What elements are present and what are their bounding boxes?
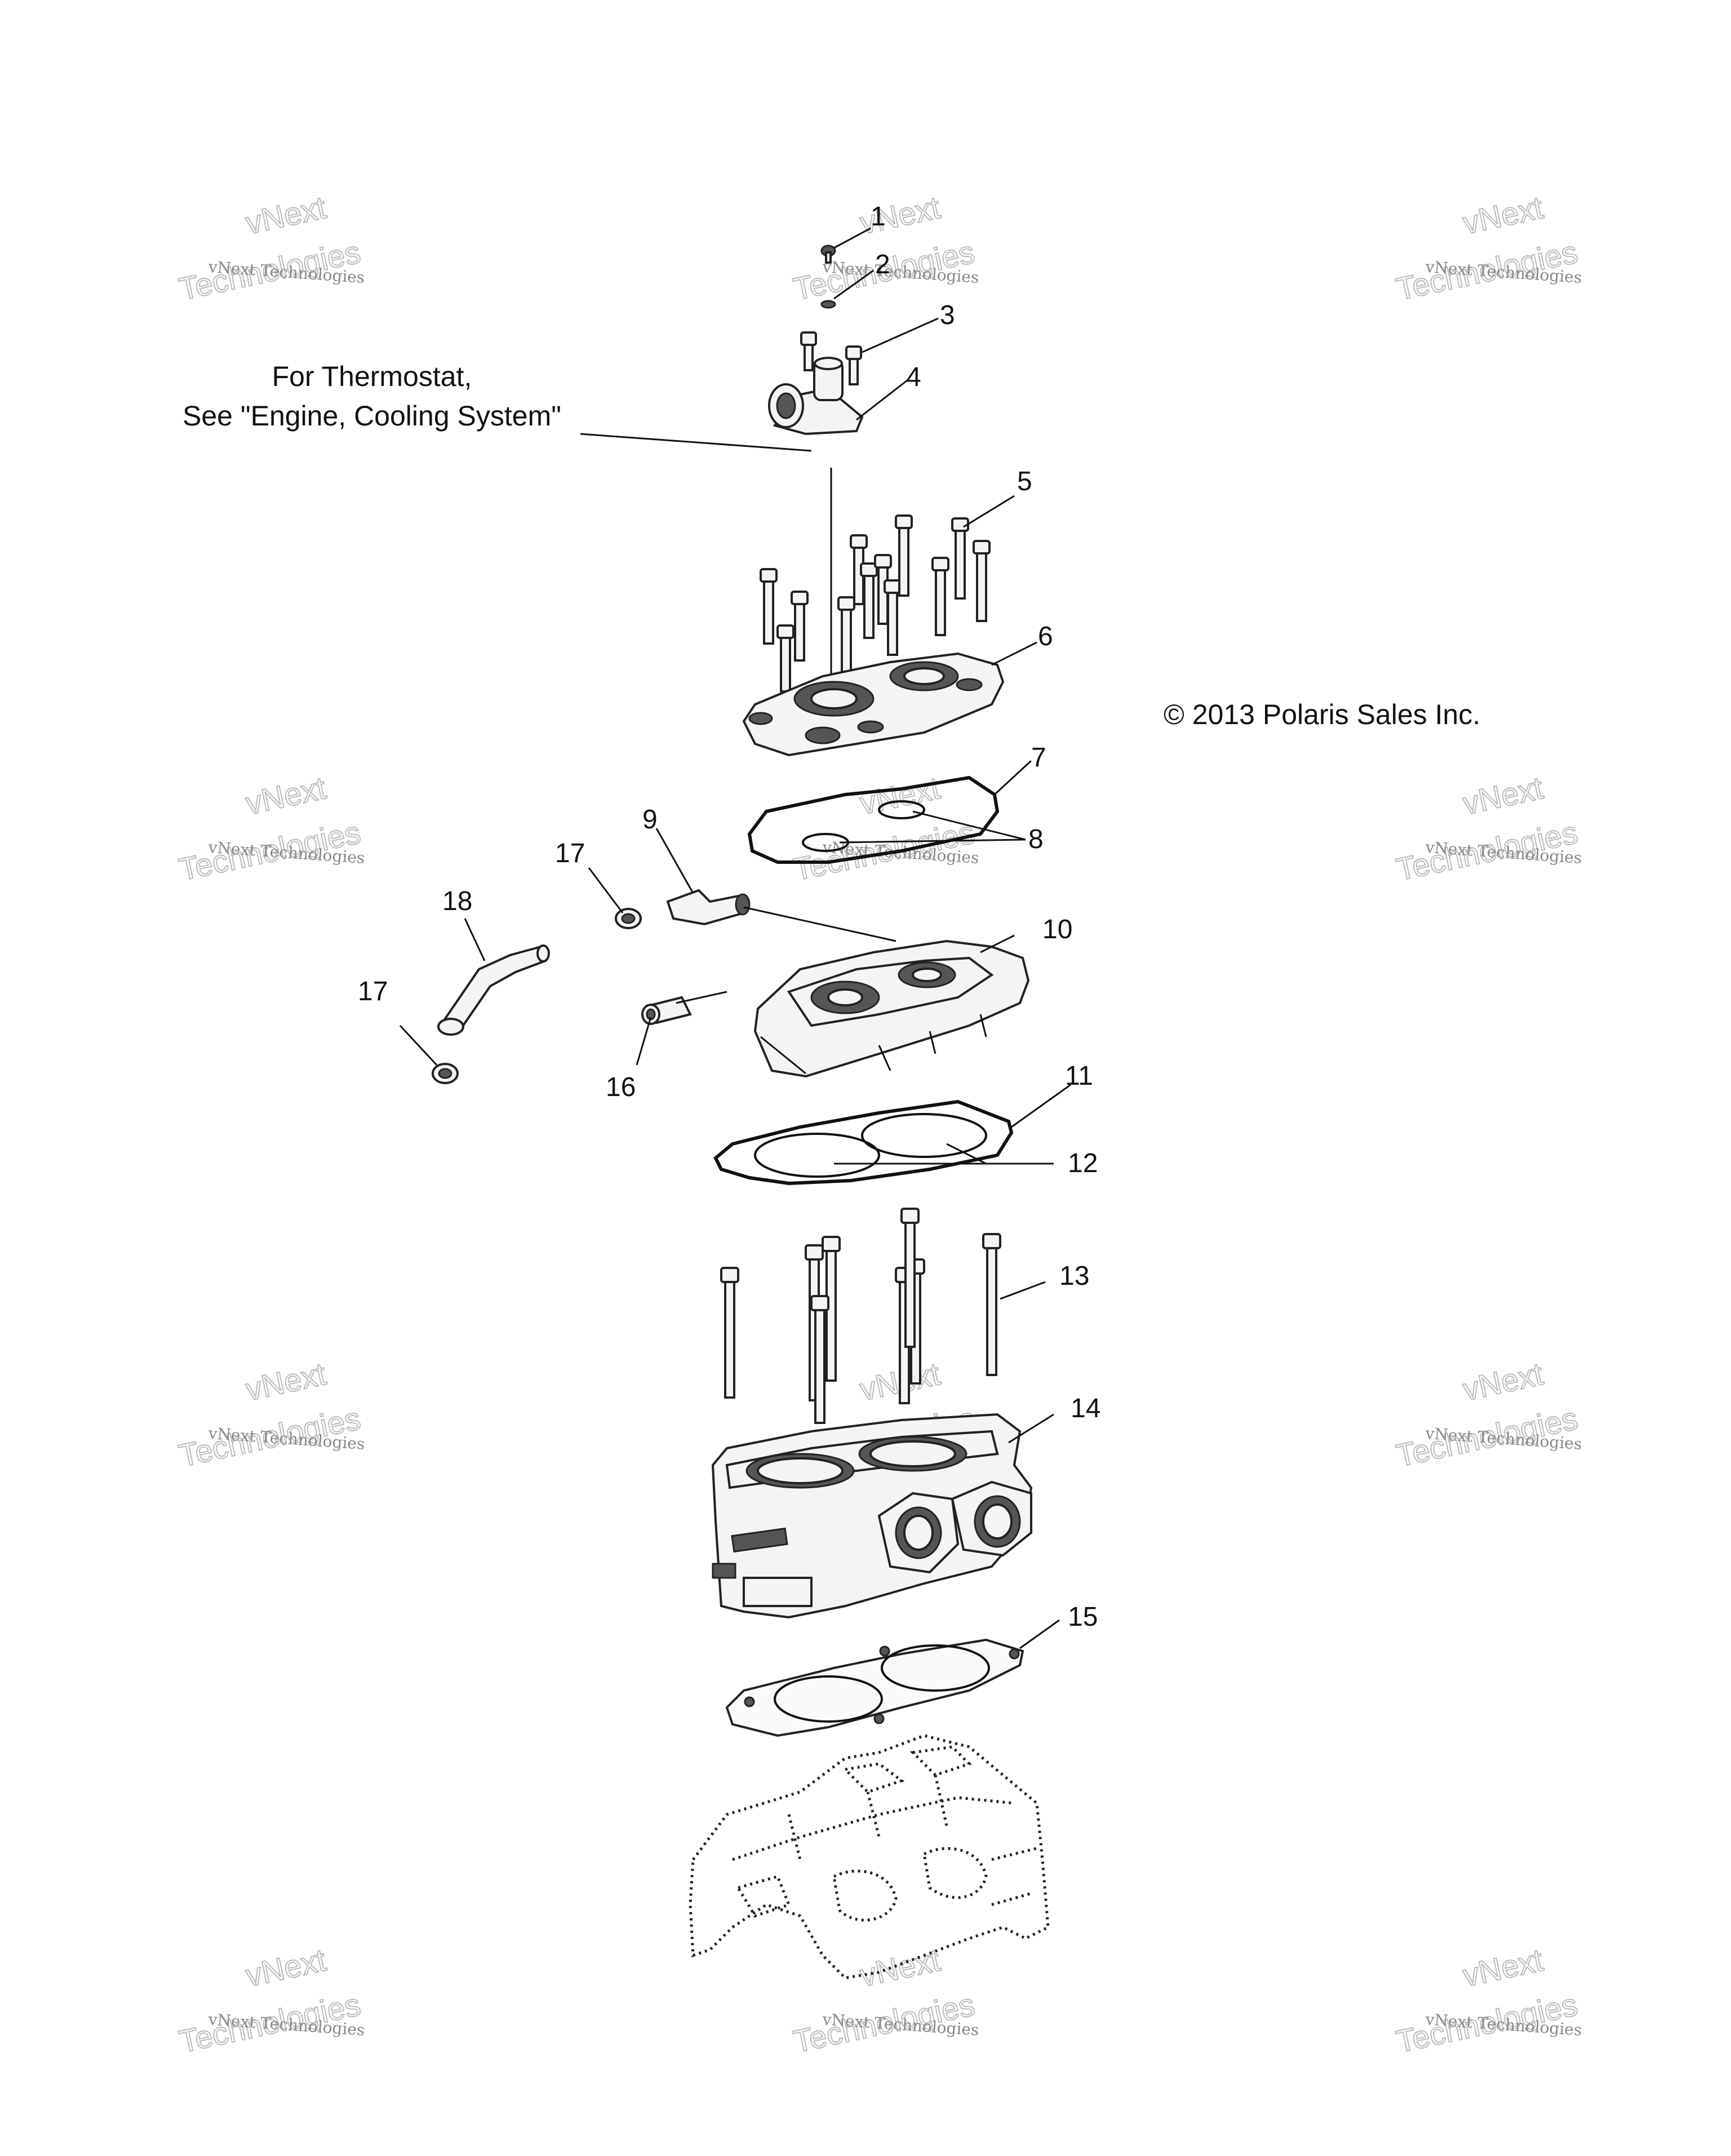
callout-4: 4 <box>906 362 921 392</box>
part-13-cylinder-bolts <box>720 1208 1001 1424</box>
callout-15: 15 <box>1068 1602 1098 1632</box>
callout-7: 7 <box>1031 743 1046 773</box>
copyright-text: © 2013 Polaris Sales Inc. <box>1164 699 1480 730</box>
part-10-cylinder-head <box>753 939 1030 1078</box>
part-4-thermostat-housing <box>768 357 864 436</box>
thermostat-note-leader <box>580 433 832 687</box>
watermark: vNext Technologies vNext Technologies <box>1392 769 1582 888</box>
watermark: vNext Technologies vNext Technologies <box>175 1941 365 2060</box>
watermark: vNext Technologies vNext Technologies <box>789 1941 979 2060</box>
part-5-head-bolts <box>760 514 991 693</box>
callout-17: 17 <box>555 839 585 868</box>
watermark: vNext Technologies vNext Technologies <box>1392 1941 1582 2060</box>
part-17-hose-clamp-lower <box>432 1063 459 1084</box>
callout-1: 1 <box>871 202 886 232</box>
svg-text:vNext: vNext <box>243 1356 330 1407</box>
svg-text:vNext: vNext <box>857 770 944 821</box>
part-15-base-gasket <box>725 1638 1024 1737</box>
callout-leaders <box>399 227 1071 1649</box>
callout-2: 2 <box>875 250 890 280</box>
callout-12: 12 <box>1068 1148 1098 1178</box>
callout-5: 5 <box>1017 467 1032 496</box>
watermark: vNext Technologies vNext Technologies <box>175 1355 365 1474</box>
callout-16: 16 <box>606 1072 636 1102</box>
watermark: vNext Technologies vNext Technologies <box>789 769 979 888</box>
callout-9: 9 <box>642 805 658 835</box>
callout-18: 18 <box>442 886 472 916</box>
part-12-o-rings <box>754 1113 987 1178</box>
thermostat-note-line2: See "Engine, Cooling System" <box>183 400 561 432</box>
part-18-coolant-hose <box>437 944 550 1036</box>
svg-text:vNext: vNext <box>1460 1356 1547 1407</box>
watermark: vNext Technologies vNext Technologies <box>1392 1355 1582 1474</box>
part-6-head-cover <box>742 652 1005 757</box>
part-11-head-gasket <box>713 1099 1014 1186</box>
callout-10: 10 <box>1042 915 1072 944</box>
callout-13: 13 <box>1059 1261 1089 1291</box>
svg-text:vNext: vNext <box>243 189 330 241</box>
watermark: vNext Technologies vNext Technologies <box>175 189 365 308</box>
part-14-cylinder-block <box>711 1413 1033 1619</box>
callout-11: 11 <box>1065 1061 1093 1091</box>
callout-3: 3 <box>940 300 955 330</box>
part-17-hose-clamp-upper <box>615 908 642 929</box>
part-2-washer <box>820 300 836 309</box>
watermark: vNext Technologies vNext Technologies <box>175 769 365 888</box>
part-1-screw <box>820 245 836 264</box>
thermostat-note-line1: For Thermostat, <box>272 361 472 392</box>
callout-8: 8 <box>1028 824 1044 854</box>
svg-text:vNext: vNext <box>243 770 330 821</box>
part-9-elbow-fitting <box>666 889 751 926</box>
watermark: vNext Technologies vNext Technologies <box>1392 189 1582 308</box>
crankcase-phantom-outline <box>689 1734 1050 1980</box>
callout-17: 17 <box>358 977 388 1006</box>
svg-text:vNext: vNext <box>857 1942 944 1993</box>
watermarks: vNext Technologies vNext Technologies vN… <box>175 189 1582 2060</box>
svg-text:vNext: vNext <box>1460 189 1547 241</box>
part-3-bolts <box>800 331 862 385</box>
callout-14: 14 <box>1071 1394 1100 1423</box>
part-7-cover-gasket <box>747 775 1000 864</box>
svg-text:vNext: vNext <box>1460 1942 1547 1993</box>
svg-text:vNext: vNext <box>1460 770 1547 821</box>
callout-numbers: 1 2 3 4 5 6 7 8 9 10 11 12 13 14 15 16 1… <box>358 202 1100 1632</box>
svg-text:vNext: vNext <box>243 1942 330 1993</box>
svg-text:vNext: vNext <box>857 189 944 241</box>
callout-6: 6 <box>1038 622 1053 651</box>
